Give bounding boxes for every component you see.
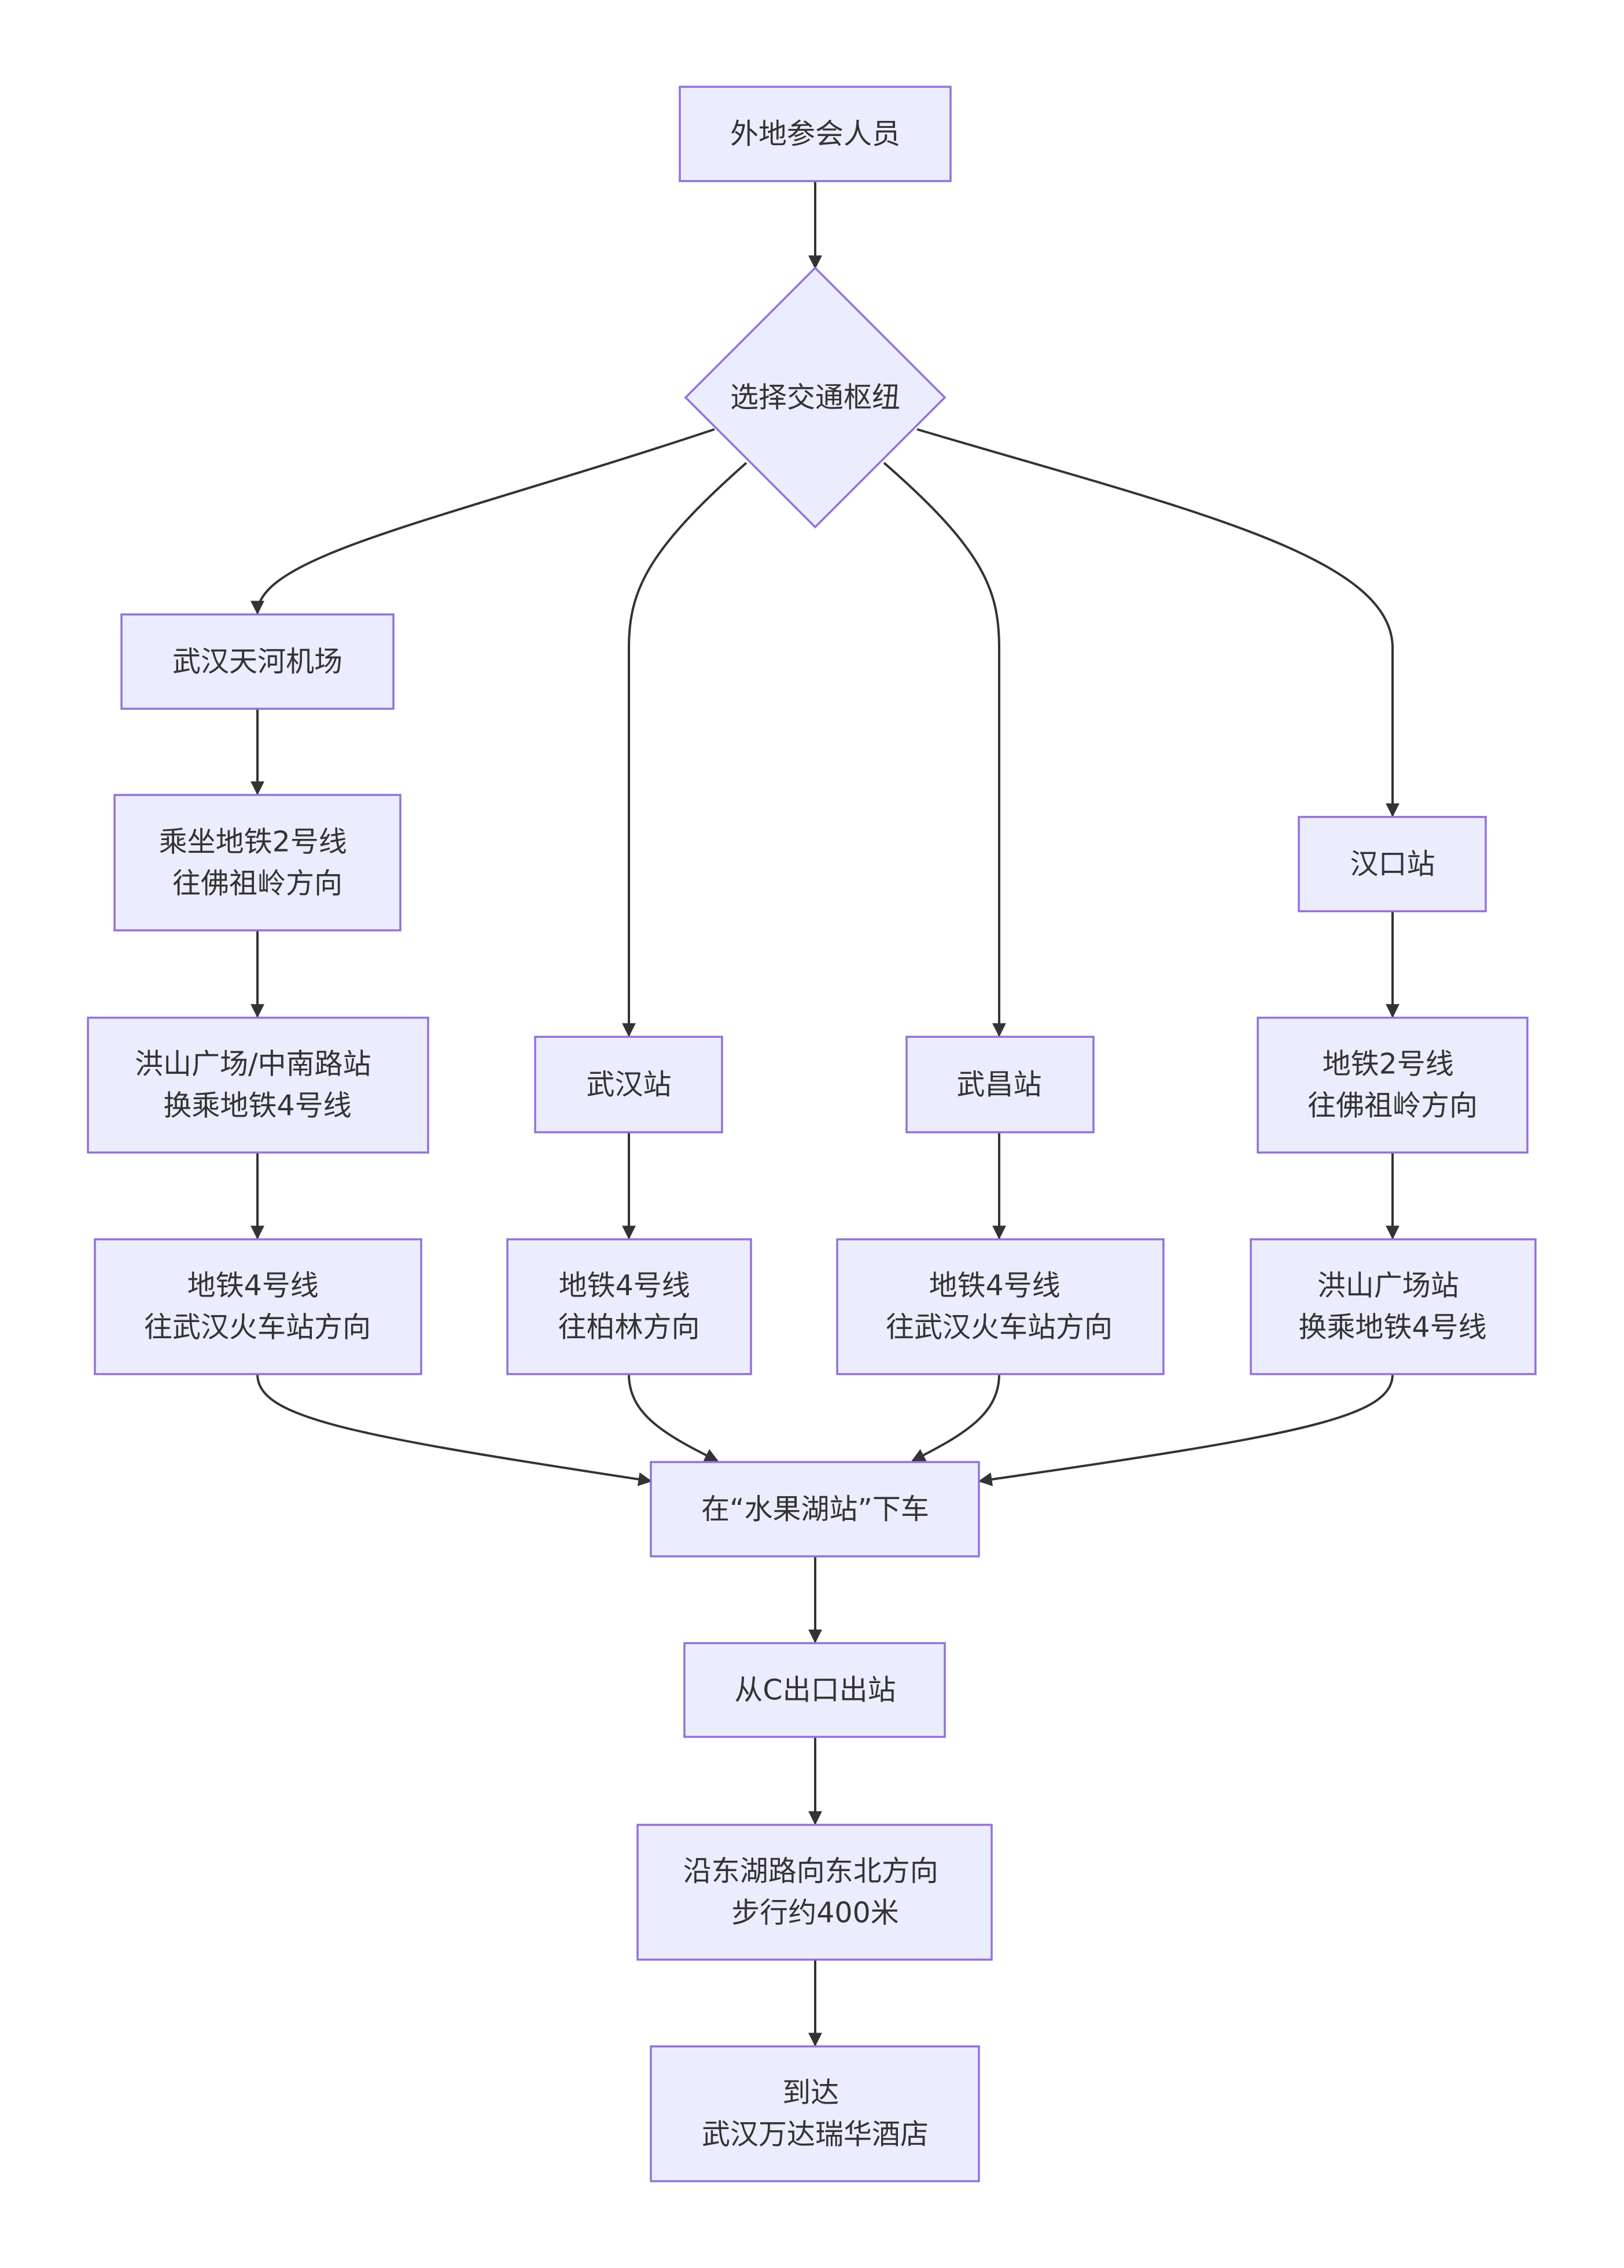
node-hankou-transfer-line2: 换乘地铁4号线 — [1298, 1311, 1486, 1344]
node-choose-hub: 选择交通枢纽 — [684, 266, 947, 529]
edge-wuchang-line4-alight — [911, 1374, 1000, 1462]
node-wuhan-station: 武汉站 — [534, 1036, 723, 1133]
node-start: 外地参会人员 — [679, 86, 952, 182]
node-airport-line2-line2: 往佛祖岭方向 — [172, 867, 343, 900]
node-start-line: 外地参会人员 — [730, 117, 900, 150]
node-hankou-transfer: 洪山广场站 换乘地铁4号线 — [1250, 1238, 1537, 1375]
node-airport-metro-line2: 乘坐地铁2号线 往佛祖岭方向 — [113, 794, 402, 932]
svg-text:外地参会人员: 外地参会人员 — [730, 117, 900, 150]
node-wuhan-line4-line1: 地铁4号线 — [559, 1269, 690, 1302]
node-airport-line: 武汉天河机场 — [172, 645, 343, 678]
svg-text:地铁4号线 往武汉火车站方向: 地铁4号线 往武汉火车站方向 — [886, 1260, 1113, 1344]
node-wuhan-station-line: 武汉站 — [586, 1068, 671, 1101]
node-alight-line: 在“水果湖站”下车 — [701, 1493, 929, 1526]
node-wuhan-line4-line2: 往柏林方向 — [558, 1311, 699, 1344]
node-wuchang-station-line: 武昌站 — [956, 1068, 1041, 1101]
node-hankou-station: 汉口站 — [1298, 816, 1487, 912]
node-wuchang-metro-line4: 地铁4号线 往武汉火车站方向 — [836, 1238, 1165, 1375]
svg-text:沿东湖路向东北方向 步行约400米: 沿东湖路向东北方向 步行约400米 — [683, 1845, 948, 1930]
node-wuchang-station: 武昌站 — [905, 1036, 1095, 1133]
node-choose-line: 选择交通枢纽 — [730, 381, 900, 414]
node-airport-transfer: 洪山广场/中南路站 换乘地铁4号线 — [87, 1017, 429, 1154]
node-wuchang-line4-line1: 地铁4号线 — [929, 1269, 1060, 1302]
svg-text:地铁2号线 往佛祖岭方向: 地铁2号线 往佛祖岭方向 — [1308, 1038, 1478, 1122]
node-hankou-line2-line2: 往佛祖岭方向 — [1308, 1089, 1478, 1122]
svg-text:武昌站: 武昌站 — [956, 1068, 1041, 1101]
node-airport-transfer-line2: 换乘地铁4号线 — [163, 1089, 351, 1122]
node-arrive-line1: 到达 — [782, 2076, 839, 2109]
svg-text:乘坐地铁2号线 往佛祖岭方向: 乘坐地铁2号线 往佛祖岭方向 — [159, 816, 356, 900]
node-hankou-line2-line1: 地铁2号线 — [1323, 1048, 1454, 1081]
svg-text:洪山广场/中南路站 换乘地铁4号线: 洪山广场/中南路站 换乘地铁4号线 — [135, 1038, 380, 1122]
edge-choose-airport — [251, 428, 715, 615]
svg-text:从C出口出站: 从C出口出站 — [734, 1674, 896, 1707]
node-walk-line2: 步行约400米 — [731, 1897, 899, 1930]
node-exit: 从C出口出站 — [683, 1642, 946, 1738]
edge-choose-wuchang — [883, 462, 1006, 1037]
node-airport-line2-line1: 乘坐地铁2号线 — [159, 826, 347, 859]
node-airport-transfer-line1: 洪山广场/中南路站 — [135, 1048, 371, 1081]
node-arrive-line2: 武汉万达瑞华酒店 — [702, 2118, 929, 2151]
node-hankou-transfer-line1: 洪山广场站 — [1317, 1269, 1459, 1302]
node-alight: 在“水果湖站”下车 — [650, 1461, 980, 1558]
node-arrive: 到达 武汉万达瑞华酒店 — [650, 2045, 980, 2182]
edge-wuhan-line4-alight — [628, 1374, 719, 1462]
svg-text:地铁4号线 往柏林方向: 地铁4号线 往柏林方向 — [558, 1260, 699, 1344]
svg-text:武汉站: 武汉站 — [586, 1068, 671, 1101]
node-airport-line4-line2: 往武汉火车站方向 — [144, 1311, 371, 1344]
node-airport-metro-line4: 地铁4号线 往武汉火车站方向 — [94, 1238, 422, 1375]
node-airport-line4-line1: 地铁4号线 — [187, 1269, 319, 1302]
node-hankou-station-line: 汉口站 — [1350, 848, 1435, 881]
svg-text:到达 武汉万达瑞华酒店: 到达 武汉万达瑞华酒店 — [702, 2067, 929, 2151]
svg-text:武汉天河机场: 武汉天河机场 — [172, 645, 343, 678]
edge-hankou-transfer-alight — [978, 1374, 1394, 1486]
node-walk-line1: 沿东湖路向东北方向 — [683, 1855, 938, 1888]
node-airport: 武汉天河机场 — [120, 613, 395, 710]
svg-text:汉口站: 汉口站 — [1350, 848, 1435, 881]
edge-choose-hankou — [916, 428, 1400, 818]
node-wuhan-metro-line4: 地铁4号线 往柏林方向 — [506, 1238, 752, 1375]
edge-airport-line4-alight — [256, 1374, 653, 1486]
svg-text:选择交通枢纽: 选择交通枢纽 — [730, 381, 900, 414]
node-walk: 沿东湖路向东北方向 步行约400米 — [636, 1824, 993, 1961]
node-exit-line: 从C出口出站 — [734, 1674, 896, 1707]
edges — [251, 181, 1400, 2047]
svg-text:在“水果湖站”下车: 在“水果湖站”下车 — [701, 1493, 929, 1526]
svg-text:地铁4号线 往武汉火车站方向: 地铁4号线 往武汉火车站方向 — [144, 1260, 371, 1344]
edge-choose-wuhan — [622, 462, 747, 1037]
svg-text:洪山广场站 换乘地铁4号线: 洪山广场站 换乘地铁4号线 — [1298, 1260, 1486, 1344]
node-hankou-metro-line2: 地铁2号线 往佛祖岭方向 — [1257, 1017, 1529, 1154]
node-wuchang-line4-line2: 往武汉火车站方向 — [886, 1311, 1113, 1344]
